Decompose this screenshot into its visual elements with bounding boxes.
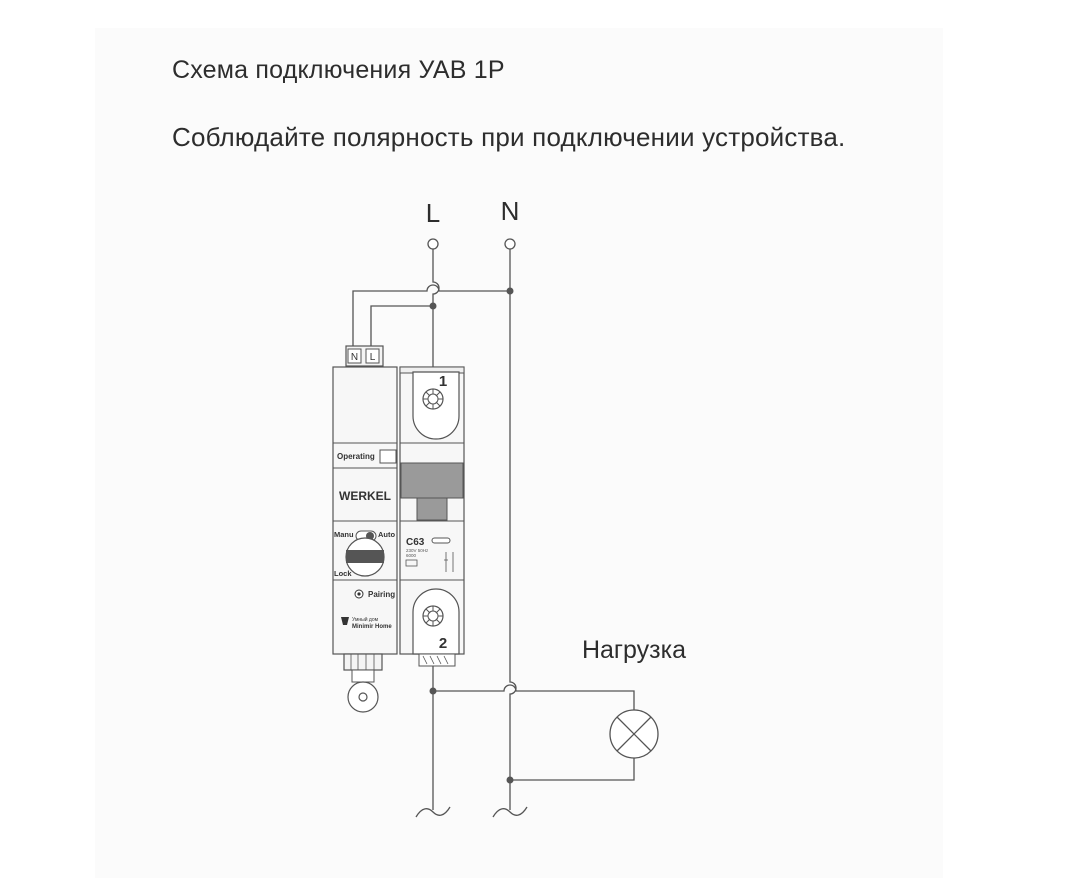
load-label: Нагрузка: [582, 636, 686, 664]
auto-label: Auto: [378, 530, 395, 539]
terminal-line: [427, 238, 439, 250]
lamp-icon: [609, 709, 659, 759]
breaker-rating: C63: [406, 537, 425, 548]
terminal-number-bottom: 2: [439, 635, 447, 652]
breaker-symbol-icon: [444, 552, 454, 572]
terminal-neutral: [504, 238, 516, 250]
pairing-label: Pairing: [368, 590, 395, 599]
circuit-breaker: 1 C63 230V 50Hz 6000 2: [399, 366, 465, 667]
top-screw-icon: [422, 388, 444, 410]
breaker-class-icon: [405, 559, 418, 567]
breaker-spec-line2: 6000: [406, 553, 417, 558]
junction-dot: [506, 287, 514, 295]
breaker-toggle-handle[interactable]: [400, 462, 464, 521]
breaker-indicator: [431, 537, 451, 544]
manu-label: Manu: [334, 530, 354, 539]
terminal-label-neutral: N: [501, 196, 520, 226]
lock-handle[interactable]: [345, 537, 385, 577]
page-title: Схема подключения УАВ 1P: [172, 56, 505, 84]
terminal-number-top: 1: [439, 373, 447, 390]
brand-logo: WERKEL: [339, 489, 391, 503]
wires: [352, 249, 635, 818]
operating-label: Operating: [337, 452, 375, 461]
junction-dot: [429, 302, 437, 310]
control-module: N L Operating WERKEL Manu Auto Lock Pair…: [332, 345, 398, 713]
diagram-background: [95, 28, 943, 878]
smart-home-logo-icon: [341, 617, 349, 625]
lock-label: Lock: [334, 569, 352, 578]
breaker-spec-line1: 230V 50Hz: [406, 548, 429, 553]
smart-home-line1: Умный дом: [352, 616, 379, 623]
junction-dot: [506, 776, 514, 784]
junction-dot: [429, 687, 437, 695]
module-terminal-n: N: [351, 352, 358, 363]
smart-home-line2: Minimir Home: [352, 624, 392, 630]
polarity-note: Соблюдайте полярность при подключении ус…: [172, 122, 846, 152]
module-terminal-l: L: [370, 352, 376, 363]
pairing-button[interactable]: [354, 589, 364, 599]
bottom-screw-icon: [422, 605, 444, 627]
terminal-label-line: L: [426, 198, 440, 228]
operating-indicator: [379, 449, 397, 464]
